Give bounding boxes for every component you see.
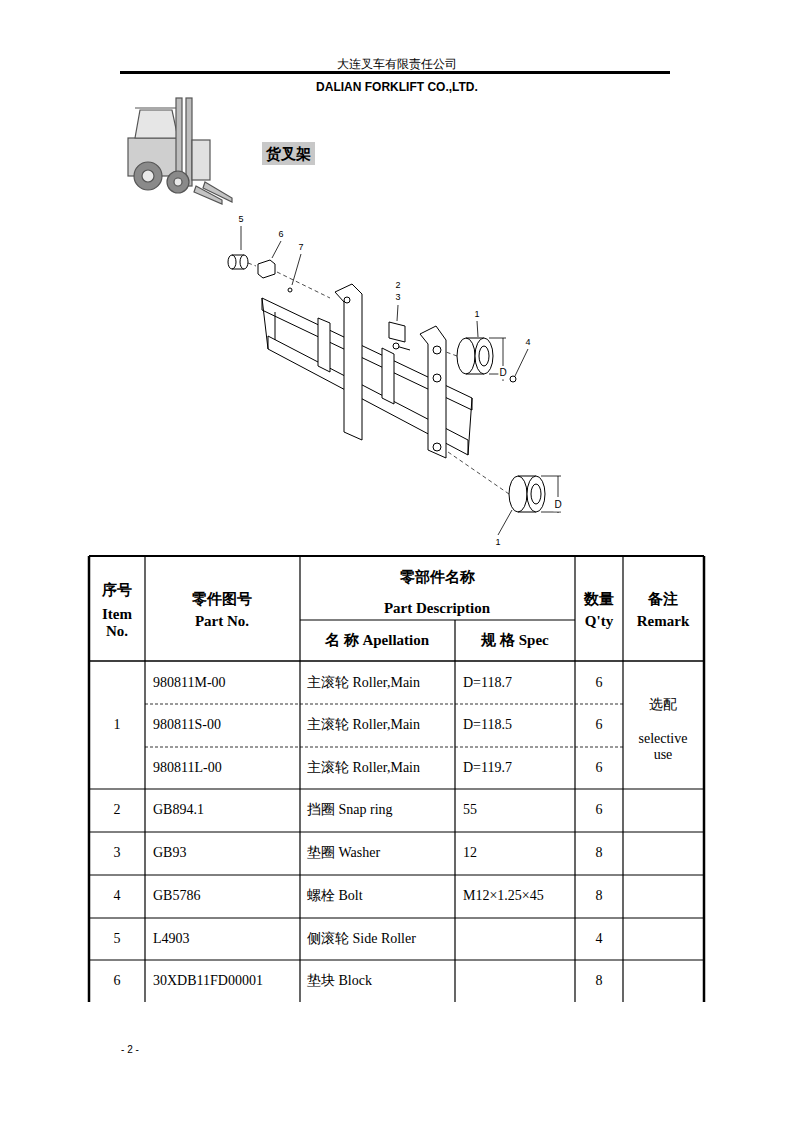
table-header: Item No. [95,606,139,641]
table-grid [89,556,704,1002]
table-header: 零部件名称 [400,569,475,586]
table-cell: 6 [596,675,603,691]
table-cell: 垫块 Block [307,973,372,989]
table-cell: selective use [628,731,698,763]
table-header: Remark [637,613,690,630]
dimension-label: D [553,499,562,511]
table-cell: 主滚轮 Roller,Main [307,760,420,776]
table-header: 零件图号 [192,591,252,608]
table-cell: 55 [463,802,477,818]
callout-number: 2 [394,280,401,290]
table-cell: 2 [114,802,121,818]
callout-number: 6 [277,229,284,239]
table-cell: 30XDB11FD00001 [153,973,263,989]
table-cell: GB5786 [153,888,200,904]
table-cell: 6 [596,802,603,818]
table-header: Part Description [384,600,490,617]
table-header: Q'ty [585,613,613,630]
table-cell: D=119.7 [463,760,512,776]
table-cell: 1 [114,717,121,733]
dimension-label: D [498,367,507,379]
table-cell: 5 [114,931,121,947]
company-name: 大连叉车有限责任公司 [337,58,457,72]
table-cell: 6 [596,760,603,776]
table-cell: 8 [596,973,603,989]
carriage-drawing [228,255,545,512]
table-cell: 6 [114,973,121,989]
table-cell: D=118.5 [463,717,512,733]
callout-number: 4 [524,337,531,347]
page-number: - 2 - [121,1044,139,1056]
table-cell: M12×1.25×45 [463,888,544,904]
section-title: 货叉架 [262,142,315,165]
table-header: 规 格 Spec [481,632,549,649]
callout-number: 7 [297,242,304,252]
table-header: 数量 [584,591,614,608]
callout-number: 3 [394,292,401,302]
center-lines [248,263,509,494]
table-header: 名 称 Apellation [325,632,429,649]
callout-number: 1 [494,537,501,547]
table-cell: 3 [114,845,121,861]
table-cell: 螺栓 Bolt [307,888,363,904]
table-cell: 选配 [649,697,677,713]
table-header: 序号 [102,582,132,599]
table-cell: 主滚轮 Roller,Main [307,675,420,691]
forklift-icon [128,98,232,204]
table-cell: 12 [463,845,477,861]
callout-number: 5 [237,214,244,224]
table-cell: 主滚轮 Roller,Main [307,717,420,733]
table-header: 备注 [648,591,678,608]
table-cell: GB93 [153,845,186,861]
table-cell: 6 [596,717,603,733]
table-cell: 4 [114,888,121,904]
table-cell: 4 [596,931,603,947]
table-cell: 挡圈 Snap ring [307,802,393,818]
leader-lines [241,226,561,535]
table-cell: 8 [596,888,603,904]
table-cell: GB894.1 [153,802,204,818]
table-cell: 8 [596,845,603,861]
callout-number: 1 [473,309,480,319]
table-cell: D=118.7 [463,675,512,691]
company-name: DALIAN FORKLIFT CO.,LTD. [316,81,478,95]
header-rule [120,71,670,74]
table-header: Part No. [195,613,249,630]
table-cell: 侧滚轮 Side Roller [307,931,416,947]
table-cell: 980811L-00 [153,760,222,776]
table-cell: 垫圈 Washer [307,845,380,861]
table-cell: L4903 [153,931,190,947]
table-cell: 980811M-00 [153,675,226,691]
table-cell: 980811S-00 [153,717,221,733]
